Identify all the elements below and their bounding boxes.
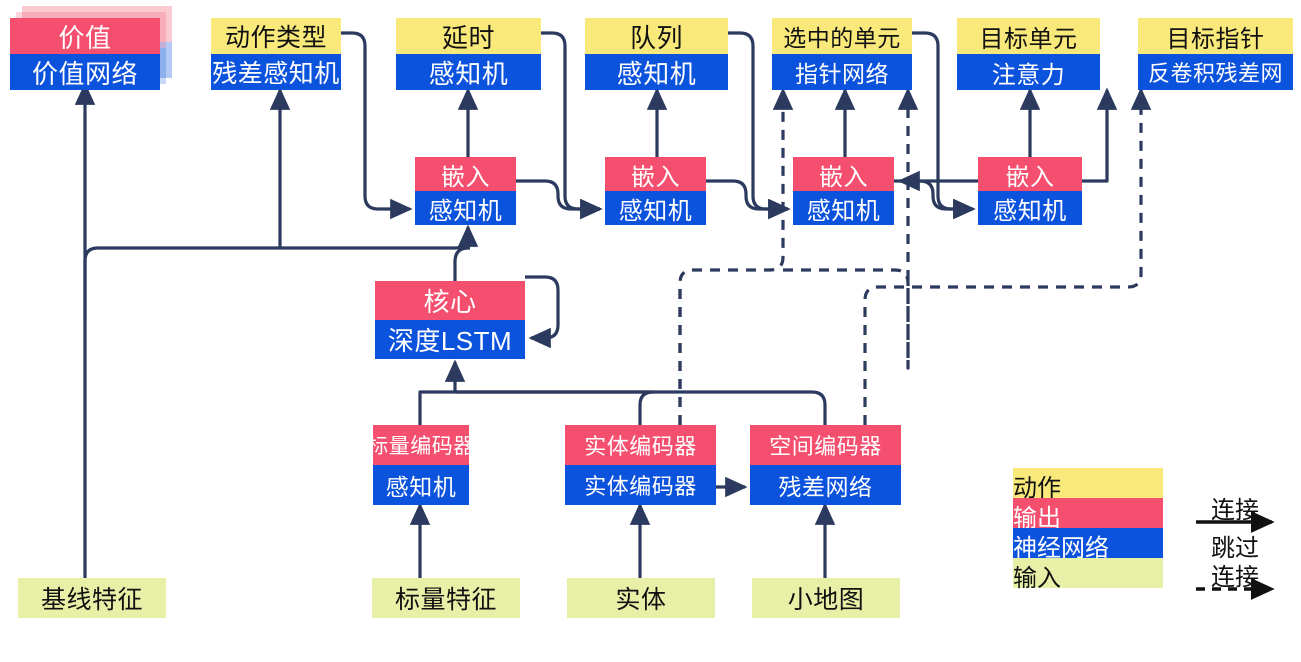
node-delay-top: 延时 — [396, 18, 541, 54]
node-embed-4-bottom: 感知机 — [978, 191, 1082, 225]
node-selected-units-bottom: 指针网络 — [772, 54, 912, 90]
node-embed-3-top: 嵌入 — [793, 157, 894, 191]
node-input-scalar-features-label: 标量特征 — [372, 578, 520, 618]
node-input-minimap[interactable]: 小地图 — [752, 578, 900, 618]
node-embed-2[interactable]: 嵌入 感知机 — [605, 157, 706, 225]
node-delay[interactable]: 延时 感知机 — [396, 18, 541, 90]
node-value-bottom: 价值网络 — [10, 54, 160, 90]
node-spatial-encoder[interactable]: 空间编码器 残差网络 — [750, 425, 901, 505]
node-delay-bottom: 感知机 — [396, 54, 541, 90]
node-queue[interactable]: 队列 感知机 — [585, 18, 728, 90]
skip-connections — [678, 87, 1152, 425]
node-queue-top: 队列 — [585, 18, 728, 54]
node-selected-units-top: 选中的单元 — [772, 18, 912, 54]
node-spatial-encoder-bottom: 残差网络 — [750, 465, 901, 505]
node-target-unit-top: 目标单元 — [957, 18, 1100, 54]
node-input-minimap-label: 小地图 — [752, 578, 900, 618]
node-embed-2-bottom: 感知机 — [605, 191, 706, 225]
node-input-entities[interactable]: 实体 — [567, 578, 715, 618]
node-embed-1[interactable]: 嵌入 感知机 — [415, 157, 516, 225]
node-input-scalar-features[interactable]: 标量特征 — [372, 578, 520, 618]
node-input-entities-label: 实体 — [567, 578, 715, 618]
legend-skip-label-line1: 跳过 — [1211, 535, 1259, 562]
node-embed-3[interactable]: 嵌入 感知机 — [793, 157, 894, 225]
node-target-point[interactable]: 目标指针 反卷积残差网 — [1138, 18, 1293, 90]
legend-swatches: 动作 输出 神经网络 输入 — [1013, 468, 1163, 592]
node-entity-encoder[interactable]: 实体编码器 实体编码器 — [565, 425, 716, 505]
node-entity-encoder-top: 实体编码器 — [565, 425, 716, 465]
node-queue-bottom: 感知机 — [585, 54, 728, 90]
node-core-bottom: 深度LSTM — [375, 320, 525, 359]
node-embed-2-top: 嵌入 — [605, 157, 706, 191]
node-embed-3-bottom: 感知机 — [793, 191, 894, 225]
node-entity-encoder-bottom: 实体编码器 — [565, 465, 716, 505]
node-value[interactable]: 价值 价值网络 — [10, 18, 160, 90]
node-scalar-encoder-top: 标量编码器 — [373, 425, 469, 465]
node-embed-1-bottom: 感知机 — [415, 191, 516, 225]
node-embed-4-top: 嵌入 — [978, 157, 1082, 191]
legend-connection-label: 连接 — [1211, 497, 1259, 524]
node-embed-4[interactable]: 嵌入 感知机 — [978, 157, 1082, 225]
legend-swatch-output: 输出 — [1013, 498, 1163, 532]
legend-swatch-network: 神经网络 — [1013, 528, 1163, 562]
node-action-type-bottom: 残差感知机 — [211, 54, 341, 90]
node-action-type[interactable]: 动作类型 残差感知机 — [211, 18, 341, 90]
node-input-baseline-features-label: 基线特征 — [18, 578, 166, 618]
legend-swatch-input: 输入 — [1013, 558, 1163, 592]
legend-skip-label-line2: 连接 — [1211, 564, 1259, 591]
node-input-baseline-features[interactable]: 基线特征 — [18, 578, 166, 618]
node-action-type-top: 动作类型 — [211, 18, 341, 54]
legend-swatch-action: 动作 — [1013, 468, 1163, 502]
node-selected-units[interactable]: 选中的单元 指针网络 — [772, 18, 912, 90]
node-target-point-bottom: 反卷积残差网 — [1138, 54, 1293, 90]
node-spatial-encoder-top: 空间编码器 — [750, 425, 901, 465]
node-scalar-encoder[interactable]: 标量编码器 感知机 — [373, 425, 469, 505]
node-embed-1-top: 嵌入 — [415, 157, 516, 191]
node-target-unit[interactable]: 目标单元 注意力 — [957, 18, 1100, 90]
node-core-top: 核心 — [375, 281, 525, 320]
node-value-top: 价值 — [10, 18, 160, 54]
node-target-point-top: 目标指针 — [1138, 18, 1293, 54]
node-core[interactable]: 核心 深度LSTM — [375, 281, 525, 359]
node-scalar-encoder-bottom: 感知机 — [373, 465, 469, 505]
node-target-unit-bottom: 注意力 — [957, 54, 1100, 90]
